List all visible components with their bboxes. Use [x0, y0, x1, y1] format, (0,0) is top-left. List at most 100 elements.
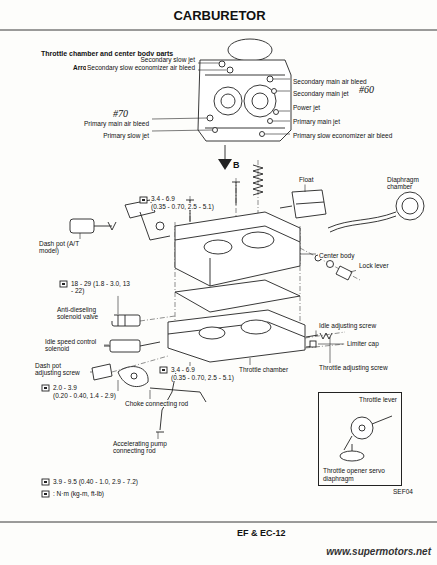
illustration-stroke	[156, 432, 164, 433]
illustration-stroke	[242, 232, 274, 248]
illustration-stroke	[186, 182, 240, 222]
illustration-stroke	[214, 87, 242, 115]
illustration-stroke	[218, 159, 232, 170]
inset-label: Throttle opener servo diaphragm	[322, 467, 398, 482]
leader-line	[104, 345, 109, 346]
part-label: Secondary main air bleed	[292, 78, 368, 85]
part-label: Power jet	[292, 104, 321, 111]
inset-box: Throttle leverThrottle opener servo diap…	[318, 392, 402, 486]
part-label: Throttle adjusting screw	[318, 364, 389, 371]
illustration-stroke	[92, 364, 112, 380]
leader-line	[305, 184, 306, 192]
illustration-stroke	[241, 320, 271, 334]
leader-line	[265, 134, 290, 135]
illustration-stroke	[252, 93, 268, 109]
illustration-stroke	[352, 444, 353, 451]
leader-line	[277, 91, 290, 92]
illustration-stroke	[310, 341, 316, 347]
illustration-stroke	[140, 212, 170, 240]
code-note: SEF04	[392, 488, 414, 495]
illustration-stroke	[219, 61, 225, 67]
illustration-stroke	[112, 315, 140, 326]
leader-line	[279, 111, 290, 112]
illustration-stroke	[359, 425, 365, 431]
illustration-stroke	[244, 85, 276, 117]
part-label: Accelerating pump connecting rod	[112, 440, 184, 455]
illustration-stroke	[199, 327, 225, 339]
torque-spec: (0.35 - 0.70, 2.5 - 5.1)	[150, 203, 215, 210]
watermark: www.supermotors.net	[325, 546, 432, 558]
part-label: Limiter cap	[346, 340, 380, 347]
leader-line	[406, 191, 407, 192]
leader-line	[330, 337, 331, 363]
leader-line	[300, 254, 316, 255]
leader-line	[90, 372, 92, 373]
illustration-stroke	[62, 283, 65, 285]
illustration-stroke	[228, 39, 272, 61]
leader-line	[118, 380, 119, 391]
illustration-stroke	[110, 340, 140, 352]
illustration-stroke	[140, 316, 175, 321]
illustration-stroke	[118, 315, 125, 326]
part-label: Idle adjusting screw	[318, 322, 377, 329]
illustration-stroke	[344, 416, 392, 450]
inset-label: Throttle lever	[358, 396, 398, 403]
illustration-stroke	[396, 192, 424, 220]
torque-spec: 3.9 - 9.5 (0.40 - 1.0, 2.9 - 7.2)	[52, 478, 139, 485]
illustration-stroke	[0, 30, 437, 31]
handwritten-note: #70	[112, 108, 129, 120]
leader-line	[152, 118, 207, 119]
leader-line	[158, 432, 159, 439]
illustration-stroke	[44, 493, 47, 495]
page-footer: EF & EC-12	[236, 528, 287, 538]
leader-line	[198, 70, 226, 71]
view-letter: B	[232, 160, 241, 170]
illustration-stroke	[221, 94, 235, 108]
leader-line	[273, 79, 290, 80]
illustration-stroke	[168, 310, 305, 362]
illustration-stroke	[205, 75, 285, 128]
illustration-stroke	[160, 367, 167, 373]
illustration-stroke	[131, 373, 137, 379]
illustration-stroke	[94, 222, 116, 230]
illustration-stroke	[44, 481, 47, 483]
leader-line	[316, 330, 317, 336]
illustration-stroke	[336, 266, 352, 280]
leader-line	[318, 344, 344, 345]
illustration-stroke	[104, 342, 160, 346]
part-label: Throttle chamber	[238, 366, 289, 373]
leader-line	[198, 63, 219, 64]
part-label: Float	[298, 176, 314, 183]
leader-line	[80, 233, 81, 239]
part-label: Secondary main jet	[292, 90, 350, 97]
leader-line	[150, 390, 151, 399]
illustration-stroke	[162, 369, 165, 371]
part-label: Dash pot (A/T model)	[38, 240, 88, 255]
part-label: Secondary slow jet	[139, 56, 196, 63]
illustration-stroke	[207, 115, 213, 121]
illustration-stroke	[280, 202, 324, 208]
leader-line	[152, 130, 212, 131]
illustration-stroke	[198, 60, 291, 141]
illustration-stroke	[351, 417, 373, 439]
part-label: Primary slow economizer air bleed	[292, 132, 393, 139]
illustration-stroke	[253, 165, 263, 195]
illustration-stroke	[300, 248, 360, 280]
handwritten-note: #60	[358, 84, 375, 96]
illustration-stroke	[175, 280, 300, 312]
leader-line	[273, 121, 290, 122]
part-label: Diaphragm chamber	[386, 176, 434, 191]
illustration-stroke	[274, 110, 279, 115]
illustration-stroke	[305, 332, 345, 348]
illustration-stroke	[204, 240, 232, 254]
part-label: Primary main air bleed	[83, 120, 150, 127]
illustration-stroke	[42, 479, 49, 485]
page-title: CARBURETOR	[0, 9, 437, 24]
torque-spec: 3.4 - 6.9	[150, 195, 176, 202]
illustration-stroke	[306, 335, 318, 347]
illustration-stroke	[207, 61, 279, 137]
part-label: Lock lever	[358, 262, 390, 269]
illustration-stroke	[272, 89, 277, 94]
leader-line	[250, 358, 251, 365]
part-label: Secondary slow economizer air bleed	[86, 64, 196, 71]
